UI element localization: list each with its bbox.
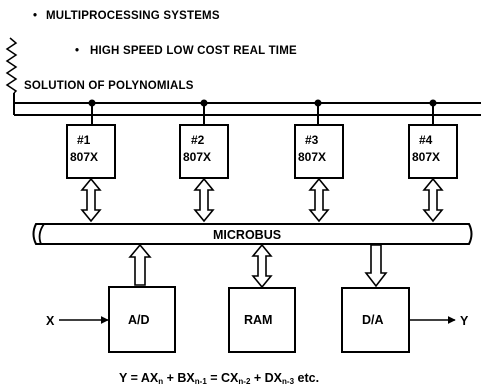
processor-3: #3 807X bbox=[294, 124, 344, 179]
adc-bus-arrow bbox=[128, 243, 152, 286]
processor-1-part: 807X bbox=[70, 150, 98, 164]
processor-4-part: 807X bbox=[412, 150, 440, 164]
processor-2: #2 807X bbox=[179, 124, 229, 179]
bullet-multiprocessing: MULTIPROCESSING SYSTEMS bbox=[46, 10, 220, 22]
processor-bus-arrows bbox=[80, 177, 444, 223]
polynomial-equation: Y = AXn + BXn-1 = CXn-2 + DXn-3 etc. bbox=[119, 371, 319, 386]
processor-2-id: #2 bbox=[191, 133, 205, 147]
bullet-polynomials: SOLUTION OF POLYNOMIALS bbox=[24, 80, 194, 92]
ram-label: RAM bbox=[244, 313, 272, 327]
input-label-x: X bbox=[46, 314, 55, 328]
microbus-label: MICROBUS bbox=[213, 228, 281, 242]
zigzag-symbol bbox=[5, 37, 18, 94]
dac-label: D/A bbox=[362, 313, 384, 327]
processor-3-id: #3 bbox=[305, 133, 319, 147]
processor-1: #1 807X bbox=[66, 124, 116, 179]
bullet-high-speed: HIGH SPEED LOW COST REAL TIME bbox=[90, 45, 297, 57]
dac-bus-arrow bbox=[364, 244, 388, 288]
processor-drops bbox=[91, 103, 434, 125]
processor-4: #4 807X bbox=[408, 124, 458, 179]
dac-block: D/A bbox=[341, 287, 410, 353]
processor-1-id: #1 bbox=[77, 133, 91, 147]
junction-dots bbox=[88, 99, 437, 107]
output-label-y: Y bbox=[460, 314, 469, 328]
ram-block: RAM bbox=[228, 287, 296, 353]
adc-block: A/D bbox=[108, 286, 176, 353]
processor-4-id: #4 bbox=[419, 133, 433, 147]
processor-3-part: 807X bbox=[298, 150, 326, 164]
microbus: MICROBUS bbox=[32, 223, 473, 245]
bullet-dot-2: • bbox=[75, 45, 79, 57]
ram-bus-arrow bbox=[251, 243, 273, 289]
adc-label: A/D bbox=[128, 313, 150, 327]
bullet-dot-1: • bbox=[33, 10, 37, 22]
processor-2-part: 807X bbox=[183, 150, 211, 164]
